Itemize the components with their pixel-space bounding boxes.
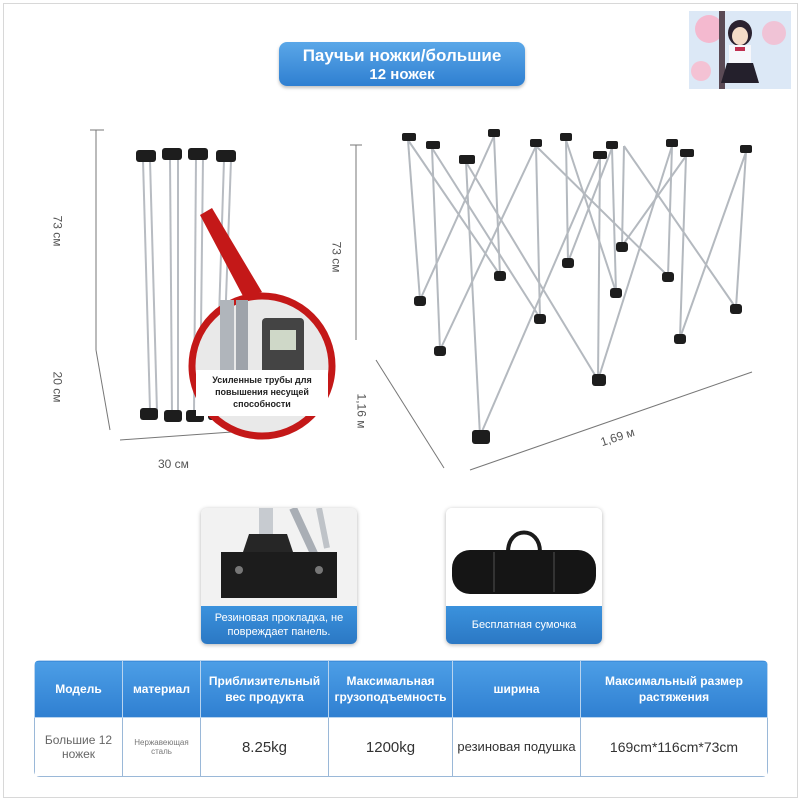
- open-depth-label: 1,16 м: [354, 393, 369, 429]
- table-header-row: Модель материал Приблизительный вес прод…: [34, 660, 768, 718]
- header-capacity: Максимальная грузоподъемность: [328, 660, 453, 718]
- table-row: Большие 12 ножек Нержавеющая сталь 8.25k…: [34, 717, 768, 777]
- rubber-pad-caption: Резиновая прокладка, не повреждает панел…: [201, 606, 357, 644]
- title-line-1: Паучьи ножки/большие: [302, 46, 502, 65]
- avatar-thumbnail: [689, 11, 791, 89]
- header-material: материал: [122, 660, 201, 718]
- callout-text: Усиленные трубы для повышения несущей сп…: [212, 375, 312, 409]
- rubber-pad-image: [201, 508, 357, 606]
- folded-height-label: 73 см: [50, 215, 65, 247]
- folded-base-label: 20 см: [50, 371, 65, 403]
- folded-legs: [142, 157, 232, 415]
- free-bag-card: Бесплатная сумочка: [446, 508, 602, 644]
- cell-capacity: 1200kg: [328, 717, 453, 777]
- cell-width: резиновая подушка: [452, 717, 581, 777]
- header-model: Модель: [34, 660, 123, 718]
- page-title: Паучьи ножки/большие 12 ножек: [279, 42, 525, 86]
- folded-width-label: 30 см: [158, 457, 189, 471]
- header-weight: Приблизительный вес продукта: [200, 660, 329, 718]
- product-illustration: [90, 129, 753, 471]
- header-max-size: Максимальный размер растяжения: [580, 660, 768, 718]
- bag-caption: Бесплатная сумочка: [446, 606, 602, 644]
- cell-weight: 8.25kg: [200, 717, 329, 777]
- cell-max-size: 169cm*116cm*73cm: [580, 717, 768, 777]
- rubber-pad-card: Резиновая прокладка, не повреждает панел…: [201, 508, 357, 644]
- spec-table: Модель материал Приблизительный вес прод…: [34, 660, 768, 777]
- open-height-label: 73 см: [329, 241, 344, 273]
- bag-image: [446, 508, 602, 606]
- title-line-2: 12 ножек: [369, 66, 435, 83]
- cell-material: Нержавеющая сталь: [122, 717, 201, 777]
- page-frame: [3, 3, 798, 798]
- header-width: ширина: [452, 660, 581, 718]
- cell-model: Большие 12 ножек: [34, 717, 123, 777]
- spider-frame: [407, 135, 747, 437]
